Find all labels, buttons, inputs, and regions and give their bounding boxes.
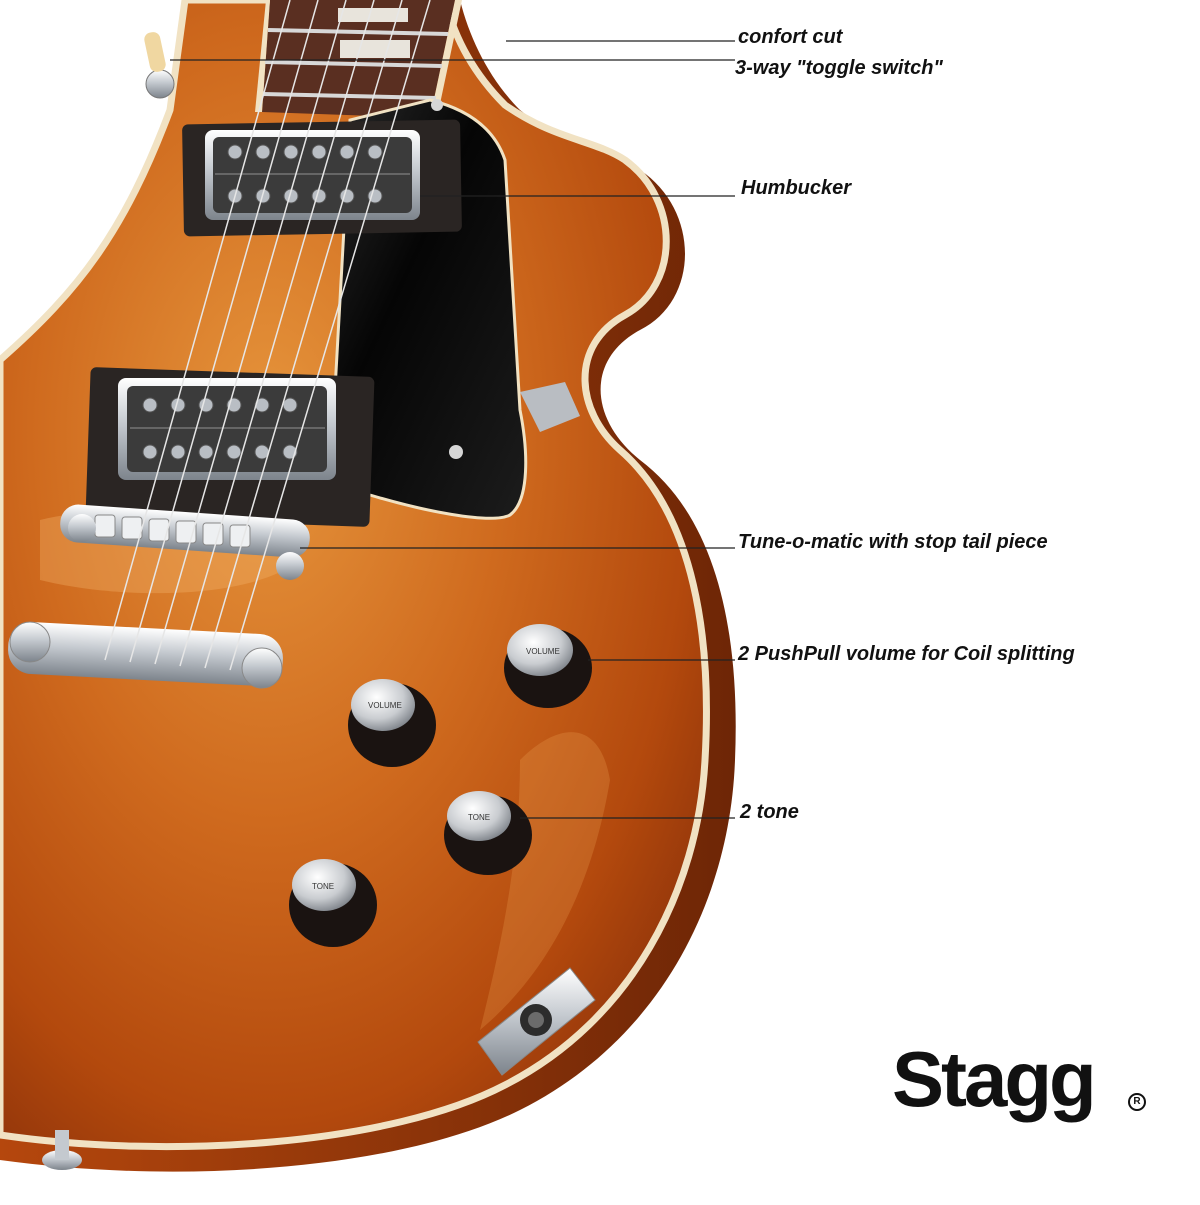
bridge-humbucker <box>85 367 375 527</box>
knob-label: VOLUME <box>526 647 560 656</box>
callout-bridge: Tune-o-matic with stop tail piece <box>738 531 1048 553</box>
knob-label: TONE <box>312 882 334 891</box>
knob-label: VOLUME <box>368 701 402 710</box>
tone-knob-1: TONE <box>444 791 532 875</box>
registered-mark: R <box>1128 1093 1146 1111</box>
fret-inlay-2 <box>338 8 408 22</box>
volume-knob-1: VOLUME <box>504 624 592 708</box>
callout-comfort-cut: confort cut <box>738 26 843 48</box>
fret-inlay <box>340 40 410 58</box>
callout-toggle-switch: 3-way "toggle switch" <box>735 57 943 79</box>
strings <box>104 0 431 671</box>
pickguard-bracket <box>520 382 580 432</box>
tune-o-matic-bridge <box>60 504 310 580</box>
knob-label: TONE <box>468 813 490 822</box>
volume-knob-2: VOLUME <box>348 679 436 767</box>
callout-volume: 2 PushPull volume for Coil splitting <box>738 643 1075 665</box>
stagg-logo: Stagg <box>892 1035 1097 1123</box>
pickguard-screw-2 <box>431 99 443 111</box>
callout-tone: 2 tone <box>740 801 799 823</box>
tone-knob-2: TONE <box>289 859 377 947</box>
toggle-switch <box>144 32 175 99</box>
pickguard-screw <box>449 445 463 459</box>
body-highlight-2 <box>480 732 610 1030</box>
strap-button <box>42 1130 82 1170</box>
output-jack-plate <box>477 967 596 1076</box>
callout-leaders <box>170 40 735 819</box>
callout-humbucker: Humbucker <box>741 177 852 199</box>
